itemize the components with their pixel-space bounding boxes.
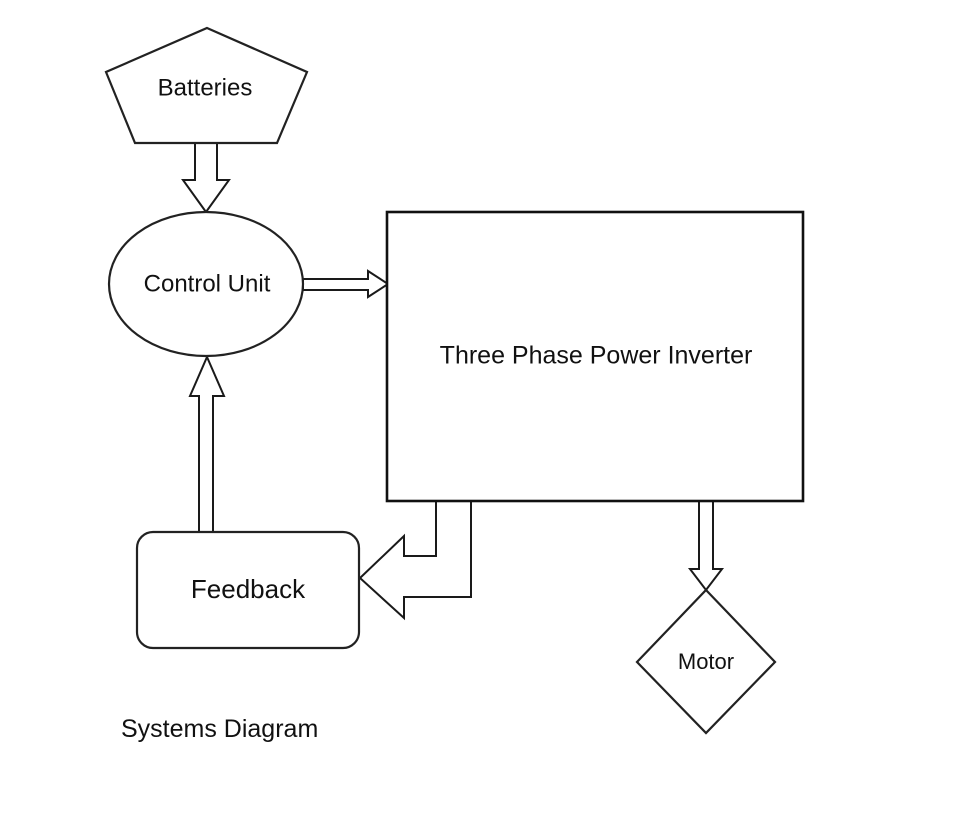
feedback-node: Feedback <box>135 530 361 650</box>
arrow-batteries-to-control-unit <box>181 142 231 214</box>
motor-diamond <box>635 588 777 735</box>
feedback-rounded-rectangle <box>135 530 361 650</box>
motor-node: Motor <box>635 588 777 735</box>
motor-label: Motor <box>678 649 734 674</box>
arrow-control-unit-to-inverter <box>302 269 390 299</box>
control-unit-node: Control Unit <box>107 210 305 358</box>
batteries-label: Batteries <box>158 74 253 101</box>
batteries-node: Batteries <box>104 26 309 145</box>
batteries-pentagon <box>104 26 309 145</box>
inverter-node: Three Phase Power Inverter <box>385 210 805 503</box>
arrow-feedback-to-control-unit <box>188 354 226 533</box>
diagram-caption: Systems Diagram <box>121 715 318 743</box>
inverter-rectangle <box>385 210 805 503</box>
inverter-label: Three Phase Power Inverter <box>440 342 753 370</box>
arrow-inverter-to-feedback <box>358 500 472 621</box>
arrow-inverter-to-motor <box>687 500 725 592</box>
control-unit-ellipse <box>107 210 305 358</box>
feedback-label: Feedback <box>191 574 306 604</box>
control-unit-label: Control Unit <box>144 270 271 297</box>
